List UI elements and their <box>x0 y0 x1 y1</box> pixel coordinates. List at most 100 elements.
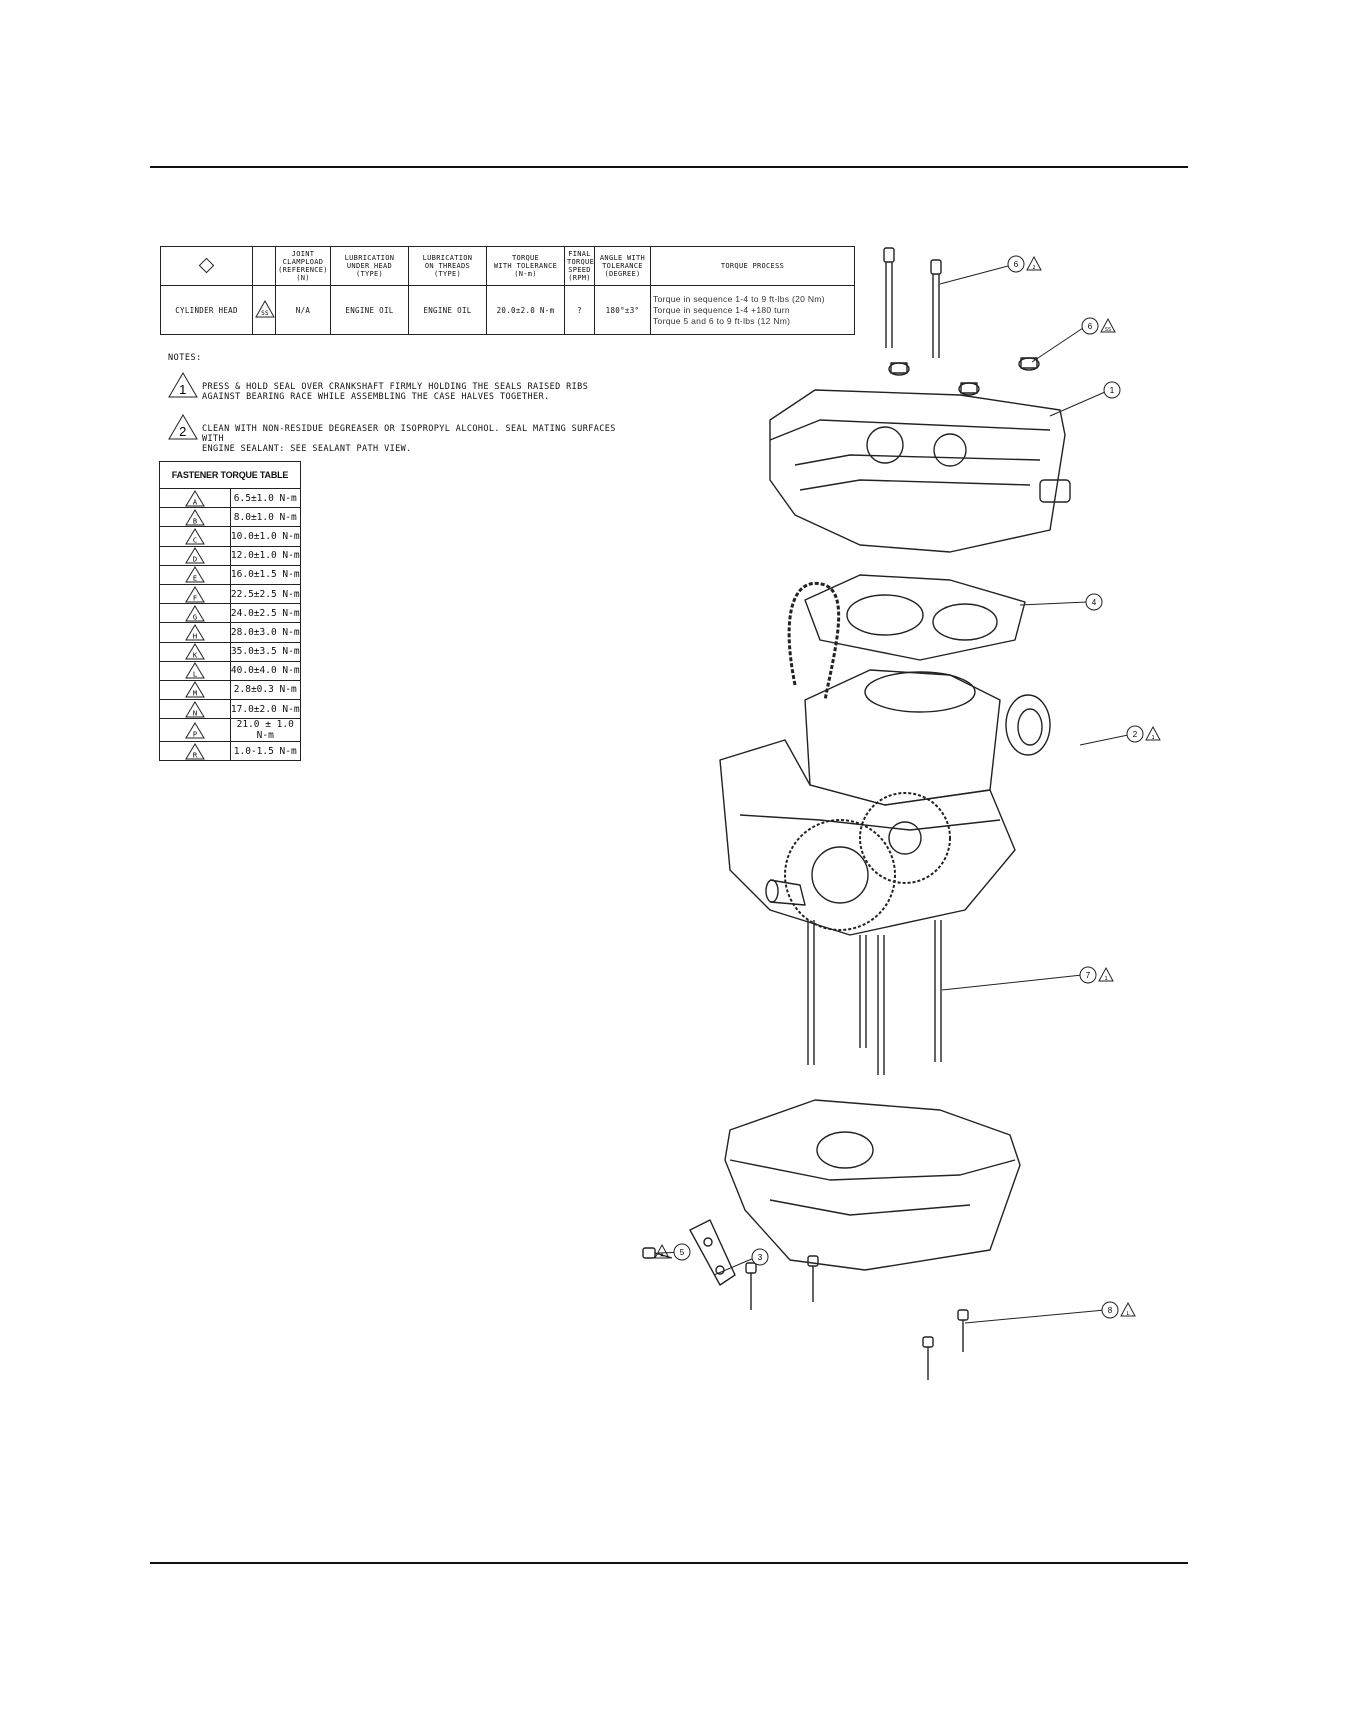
note-number: 1 <box>179 382 187 397</box>
callout-circle <box>1126 725 1144 743</box>
callout-circle <box>1079 966 1097 984</box>
fastener-torque-value: 6.5±1.0 N-m <box>229 487 301 509</box>
spec-angle: 180°±3° <box>594 285 651 335</box>
fastener-symbol: F <box>159 583 231 605</box>
torque-triangle-icon: R <box>184 742 205 760</box>
case-bolt <box>922 1336 934 1380</box>
fastener-symbol: P <box>159 718 231 743</box>
callout-flag-label: 1 <box>1104 976 1107 982</box>
fastener-symbol: K <box>159 641 231 662</box>
fastener-symbol: M <box>159 679 231 701</box>
footer-rule <box>150 1562 1188 1564</box>
fastener-torque-value: 12.0±1.0 N-m <box>229 545 301 566</box>
cylinder-head <box>769 389 1071 553</box>
fastener-torque-value: 16.0±1.5 N-m <box>229 564 301 585</box>
fastener-symbol-letter: H <box>193 632 197 640</box>
callout-circle <box>1101 1301 1119 1319</box>
callout-flag-label: A <box>660 1253 663 1259</box>
torque-triangle-icon: F <box>184 585 205 603</box>
fastener-torque-value: 1.0-1.5 N-m <box>229 741 301 762</box>
callout-circle <box>1085 593 1103 611</box>
fastener-symbol-letter: F <box>193 594 197 602</box>
fastener-row: K 35.0±3.5 N-m <box>159 641 301 662</box>
fastener-symbol: D <box>159 545 231 566</box>
head-gasket <box>804 574 1026 661</box>
fastener-symbol-letter: E <box>193 575 197 583</box>
spec-symbol: SS <box>252 285 276 335</box>
fastener-symbol: G <box>159 603 231 624</box>
callout-flag-triangle-icon <box>1098 966 1114 982</box>
cylinder-studs <box>807 920 942 1075</box>
callout-flag-label: 2 <box>1032 265 1035 271</box>
torque-triangle-icon: N <box>184 700 205 718</box>
spec-clampload: N/A <box>275 285 331 335</box>
fastener-symbol-letter: B <box>193 517 197 525</box>
fastener-symbol: N <box>159 699 231 720</box>
fastener-symbol-letter: K <box>193 652 198 660</box>
case-bolt <box>957 1309 969 1352</box>
fastener-row: E 16.0±1.5 N-m <box>159 564 301 585</box>
callout-number: 3 <box>758 1253 763 1262</box>
fastener-symbol: C <box>159 526 231 547</box>
head-bolt-short <box>930 259 942 358</box>
callout-balloon: 1 <box>1103 381 1121 399</box>
torque-triangle-icon: A <box>184 489 205 507</box>
leader-lines <box>657 265 1129 1324</box>
warning-triangle-icon: SS <box>255 299 275 318</box>
flange-nut <box>888 362 910 376</box>
fastener-row: G 24.0±2.5 N-m <box>159 603 301 624</box>
upper-crankcase <box>719 669 1016 936</box>
spec-joint: CYLINDER HEAD <box>160 285 253 335</box>
fastener-symbol: H <box>159 622 231 643</box>
fastener-torque-value: 24.0±2.5 N-m <box>229 603 301 624</box>
diamond-icon <box>198 257 215 273</box>
torque-triangle-icon: E <box>184 566 205 583</box>
note-triangle-icon: 1 <box>168 372 198 398</box>
spec-torque: 20.0±2.0 N-m <box>486 285 565 335</box>
torque-triangle-icon: D <box>184 547 205 564</box>
fastener-torque-value: 35.0±3.5 N-m <box>229 641 301 662</box>
torque-triangle-icon: C <box>184 527 205 545</box>
callout-balloon: 4 <box>1085 593 1103 611</box>
torque-triangle-icon: K <box>184 643 205 660</box>
fastener-symbol-letter: R <box>193 751 198 759</box>
fastener-symbol: A <box>159 487 231 509</box>
callout-flag-triangle-icon <box>654 1243 670 1259</box>
callout-flag-triangle-icon <box>1145 725 1161 741</box>
cover-plate <box>689 1219 736 1286</box>
callout-circle <box>1103 381 1121 399</box>
note-text: CLEAN WITH NON-RESIDUE DEGREASER OR ISOP… <box>202 424 616 454</box>
fastener-row: D 12.0±1.0 N-m <box>159 545 301 566</box>
callout-flag-label: SS <box>1105 327 1111 333</box>
note-triangle-icon: 2 <box>168 414 198 440</box>
callout-circle <box>673 1243 691 1261</box>
spec-header-clampload: JOINT CLAMPLOAD (REFERENCE) (N) <box>275 246 331 286</box>
spec-symbol-label: SS <box>261 310 269 317</box>
fastener-symbol-letter: L <box>193 671 197 679</box>
spec-header-joint <box>160 246 253 286</box>
fastener-row: A 6.5±1.0 N-m <box>159 487 301 509</box>
spec-header-lube-threads: LUBRICATION ON THREADS (TYPE) <box>408 246 487 286</box>
spec-speed: ? <box>564 285 595 335</box>
fastener-symbol-letter: P <box>193 730 197 738</box>
torque-triangle-icon: M <box>184 681 205 698</box>
spec-lube-threads: ENGINE OIL <box>408 285 487 335</box>
fastener-torque-value: 2.8±0.3 N-m <box>229 679 301 701</box>
callout-flag-triangle-icon <box>1120 1301 1136 1317</box>
fastener-symbol-letter: C <box>193 536 197 544</box>
torque-triangle-icon: H <box>184 623 205 641</box>
torque-triangle-icon: G <box>184 604 205 622</box>
spec-header-speed: FINAL TORQUE SPEED (RPM) <box>564 246 595 286</box>
fastener-symbol-letter: M <box>193 690 197 698</box>
balancer-gear <box>784 819 896 931</box>
spec-header-symbol <box>252 246 276 286</box>
